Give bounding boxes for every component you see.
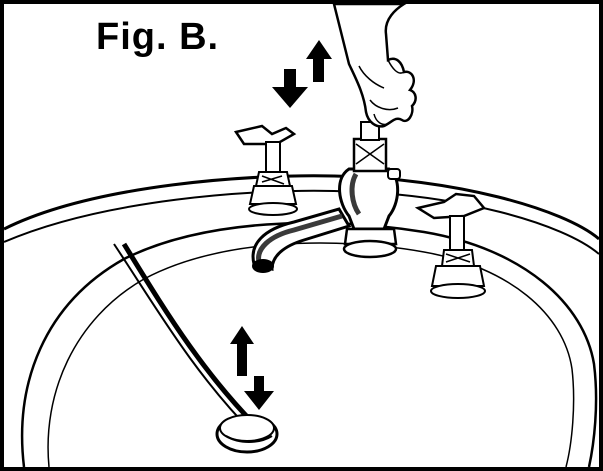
right-handle — [414, 192, 487, 299]
faucet-spout — [251, 207, 352, 273]
sink-faucet-illustration — [4, 4, 599, 467]
left-handle — [233, 124, 298, 216]
faucet-body — [338, 121, 401, 259]
hand-illustration — [332, 4, 417, 128]
figure-label: Fig. B. — [96, 16, 220, 58]
drain-stopper — [215, 414, 279, 454]
handle-up-down-arrows-icon — [272, 40, 332, 108]
drain-up-down-arrows-icon — [230, 326, 274, 410]
